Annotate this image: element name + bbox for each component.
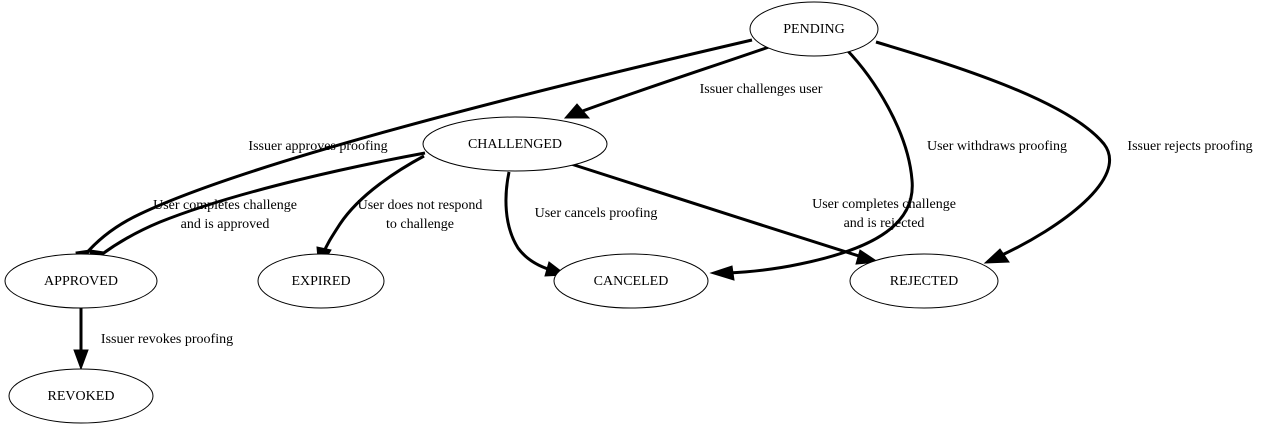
- state-node-expired[interactable]: EXPIRED: [257, 253, 385, 309]
- state-node-challenged[interactable]: CHALLENGED: [422, 116, 608, 172]
- node-ellipse: [8, 368, 154, 424]
- edge-line: [504, 171, 552, 272]
- state-node-pending[interactable]: PENDING: [749, 1, 879, 57]
- arrowhead-icon: [563, 103, 591, 119]
- edge-label-challenged-canceled: User cancels proofing: [535, 206, 658, 221]
- node-label-revoked: REVOKED: [48, 389, 115, 404]
- node-ellipse: [257, 253, 385, 309]
- node-ellipse: [4, 253, 158, 309]
- arrowhead-icon: [709, 265, 735, 281]
- edge-line: [875, 40, 1112, 258]
- edge-pending-rejected: [875, 40, 1112, 264]
- node-ellipse: [553, 253, 709, 309]
- edge-label-pending-rejected: Issuer rejects proofing: [1127, 139, 1252, 154]
- state-node-rejected[interactable]: REJECTED: [849, 253, 999, 309]
- edge-line: [579, 45, 770, 114]
- arrowhead-icon: [73, 349, 89, 371]
- node-label-challenged: CHALLENGED: [468, 137, 562, 152]
- edge-pending-canceled: [709, 47, 914, 281]
- node-ellipse: [422, 116, 608, 172]
- edge-pending-challenged: [563, 45, 770, 119]
- edge-label-pending-canceled: User withdraws proofing: [927, 139, 1067, 154]
- edge-labels-layer: Issuer approves proofing Issuer challenge…: [101, 82, 1253, 347]
- edge-line: [321, 154, 425, 255]
- nodes-layer: PENDING CHALLENGED APPROVED EXPIRED CANCELED…: [4, 1, 999, 424]
- edge-label-approved-revoked: Issuer revokes proofing: [101, 332, 233, 347]
- state-node-canceled[interactable]: CANCELED: [553, 253, 709, 309]
- state-node-approved[interactable]: APPROVED: [4, 253, 158, 309]
- node-label-rejected: REJECTED: [890, 274, 958, 289]
- node-label-pending: PENDING: [783, 22, 844, 37]
- edge-line: [567, 161, 863, 259]
- edge-line: [96, 151, 426, 260]
- edge-challenged-canceled: [504, 171, 568, 277]
- node-ellipse: [749, 1, 879, 57]
- node-ellipse: [849, 253, 999, 309]
- node-label-approved: APPROVED: [44, 274, 118, 289]
- node-label-canceled: CANCELED: [594, 274, 669, 289]
- node-label-expired: EXPIRED: [291, 274, 350, 289]
- edge-approved-revoked: [73, 308, 89, 371]
- edge-label-pending-approved: Issuer approves proofing: [248, 139, 387, 154]
- arrowhead-icon: [983, 248, 1010, 264]
- edge-label-pending-challenged: Issuer challenges user: [700, 82, 823, 97]
- state-node-revoked[interactable]: REVOKED: [8, 368, 154, 424]
- edge-challenged-rejected: [567, 161, 880, 265]
- edge-line: [82, 38, 753, 257]
- edge-line: [727, 47, 914, 275]
- arrowhead-icon: [855, 249, 880, 265]
